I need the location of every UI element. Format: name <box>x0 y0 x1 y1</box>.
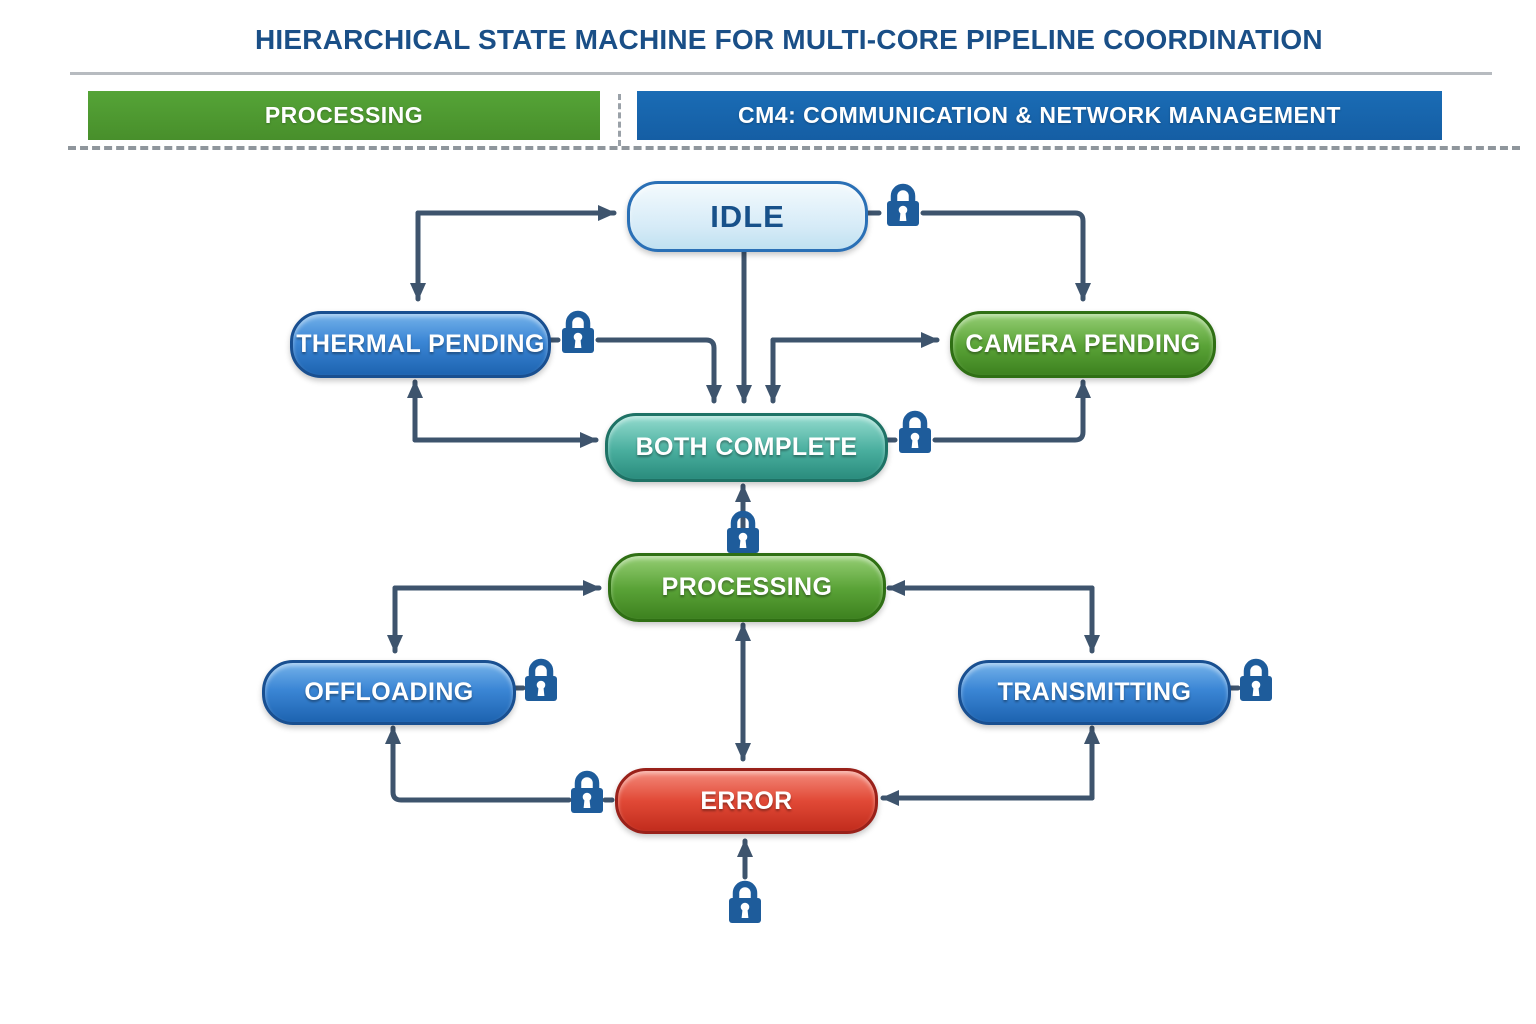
lane-header-processing-label: PROCESSING <box>264 102 424 128</box>
state-node-thermal-pending: THERMAL PENDING <box>290 311 551 378</box>
diagram-title: HIERARCHICAL STATE MACHINE FOR MULTI-COR… <box>255 24 1323 55</box>
title-divider <box>70 72 1492 75</box>
state-label-transmitting: TRANSMITTING <box>997 678 1192 706</box>
state-label-both-complete: BOTH COMPLETE <box>635 433 858 461</box>
state-node-idle: IDLE <box>627 181 868 252</box>
state-node-transmitting: TRANSMITTING <box>958 660 1231 725</box>
lock-icon <box>729 884 761 923</box>
state-node-processing: PROCESSING <box>608 553 886 622</box>
lane-header-cm4: CM4: COMMUNICATION & NETWORK MANAGEMENT <box>637 91 1442 140</box>
state-node-error: ERROR <box>615 768 878 834</box>
state-label-error: ERROR <box>700 786 793 815</box>
edge-idle-camera <box>920 210 1091 302</box>
lock-icon <box>562 314 594 353</box>
lane-header-cm4-label: CM4: COMMUNICATION & NETWORK MANAGEMENT <box>738 102 1341 128</box>
lock-icon <box>571 774 603 813</box>
lane-separator-horizontal <box>68 146 1520 150</box>
state-label-idle: IDLE <box>710 198 785 234</box>
state-node-offloading: OFFLOADING <box>262 660 516 725</box>
state-node-both-complete: BOTH COMPLETE <box>605 413 888 482</box>
lane-header-processing: PROCESSING <box>88 91 600 140</box>
lock-icon <box>887 187 919 226</box>
edge-both-camera <box>932 379 1091 443</box>
edge-error-offloading <box>385 725 572 803</box>
state-node-camera-pending: CAMERA PENDING <box>950 311 1216 378</box>
lock-icon <box>1240 662 1272 701</box>
lock-icon <box>899 414 931 453</box>
state-label-processing: PROCESSING <box>661 573 833 601</box>
lock-icon <box>525 662 557 701</box>
state-label-thermal-pending: THERMAL PENDING <box>296 330 545 358</box>
state-label-offloading: OFFLOADING <box>304 678 474 706</box>
edge-thermal-both <box>595 337 722 404</box>
lane-separator-vertical <box>618 94 621 146</box>
state-label-camera-pending: CAMERA PENDING <box>965 330 1201 358</box>
